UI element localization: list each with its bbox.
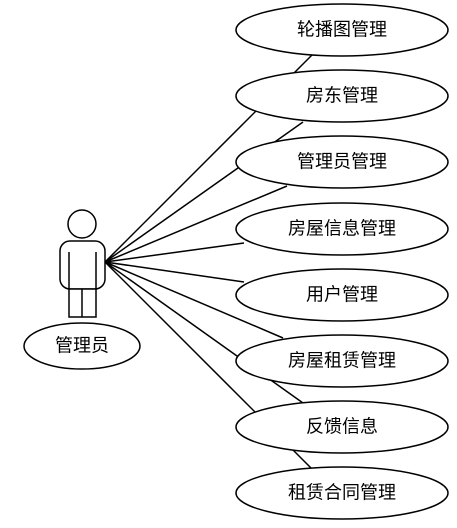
- use-case-ellipse: [235, 400, 449, 454]
- association-line: [104, 185, 288, 263]
- use-case-label: 租赁合同管理: [288, 483, 396, 504]
- use-case-node: 房屋信息管理: [235, 202, 449, 256]
- actor-head: [67, 209, 97, 239]
- actor-node: 管理员: [23, 322, 141, 370]
- use-case-node: 租赁合同管理: [235, 466, 449, 520]
- use-case-label: 房东管理: [306, 86, 378, 107]
- use-case-ellipse: [235, 466, 449, 520]
- use-case-ellipse: [235, 135, 449, 189]
- use-case-label: 房屋租赁管理: [288, 351, 396, 372]
- actor-label-ellipse: [23, 322, 141, 370]
- use-case-node: 房屋租赁管理: [235, 334, 449, 388]
- use-case-ellipse: [235, 268, 449, 322]
- actor-label: 管理员: [55, 336, 109, 357]
- use-case-node: 用户管理: [235, 268, 449, 322]
- use-case-node: 轮播图管理: [235, 3, 449, 57]
- association-line: [104, 242, 245, 263]
- association-line: [104, 261, 245, 283]
- use-case-node: 反馈信息: [235, 400, 449, 454]
- use-case-nodes: 轮播图管理 房东管理 管理员管理 房屋信息管理 用户管理 房屋租赁管理 反馈信息: [235, 3, 449, 520]
- use-case-ellipse: [235, 334, 449, 388]
- use-case-label: 轮播图管理: [297, 20, 387, 41]
- use-case-label: 反馈信息: [306, 417, 378, 438]
- use-case-ellipse: [235, 202, 449, 256]
- use-case-node: 房东管理: [235, 69, 449, 123]
- use-case-label: 管理员管理: [297, 152, 387, 173]
- actor-figure: [59, 209, 106, 318]
- use-case-node: 管理员管理: [235, 135, 449, 189]
- use-case-ellipse: [235, 3, 449, 57]
- association-line: [104, 261, 284, 339]
- use-case-label: 用户管理: [306, 285, 378, 306]
- use-case-ellipse: [235, 69, 449, 123]
- actor-torso: [59, 240, 106, 290]
- use-case-label: 房屋信息管理: [288, 219, 396, 240]
